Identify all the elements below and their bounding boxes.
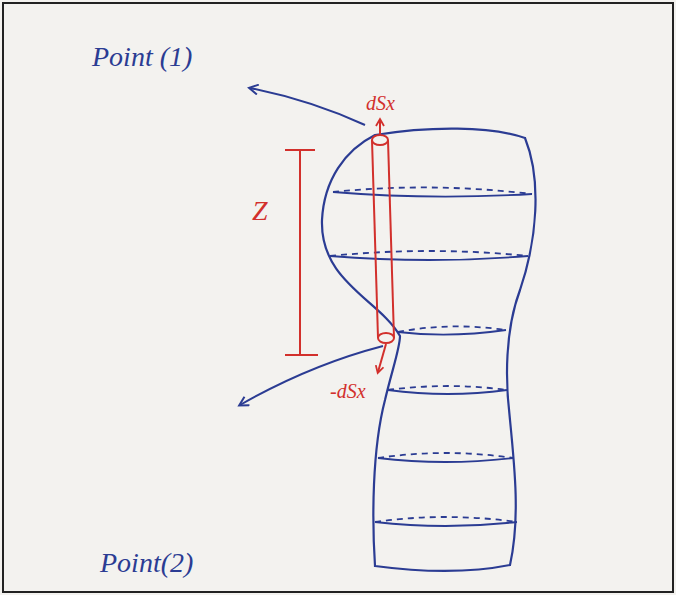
point-label: Point(2) xyxy=(100,548,193,579)
ring-front xyxy=(375,522,517,526)
frame xyxy=(3,3,673,592)
vector-label: -dSx xyxy=(330,380,366,402)
ring-back xyxy=(378,453,513,458)
leader-arrow xyxy=(250,88,365,125)
section-rings xyxy=(330,187,532,526)
point-label: Point (1) xyxy=(92,42,192,73)
leader-arrow xyxy=(240,346,383,405)
bracket-tick xyxy=(285,149,315,151)
dimension-label: Z xyxy=(252,196,268,227)
ring-front xyxy=(388,390,507,394)
ring-front xyxy=(378,458,513,462)
normal-arrow xyxy=(379,120,381,134)
column-top xyxy=(372,135,388,145)
column-bottom xyxy=(378,333,394,343)
ring-front xyxy=(333,192,532,197)
ring-back xyxy=(330,251,528,256)
ring-back xyxy=(398,326,506,332)
column-side xyxy=(372,140,378,338)
column xyxy=(372,120,394,372)
ring-front xyxy=(330,256,528,260)
bracket-tick xyxy=(285,354,318,356)
ring-back xyxy=(388,386,507,390)
height-bracket xyxy=(285,150,318,355)
vector-label: dSx xyxy=(366,92,395,114)
column-side xyxy=(388,140,394,338)
volume-outline xyxy=(322,129,536,571)
bracket-line xyxy=(299,150,301,355)
ring-front xyxy=(398,330,506,335)
ring-back xyxy=(375,517,517,522)
normal-arrow xyxy=(378,344,386,372)
ring-back xyxy=(333,187,532,194)
